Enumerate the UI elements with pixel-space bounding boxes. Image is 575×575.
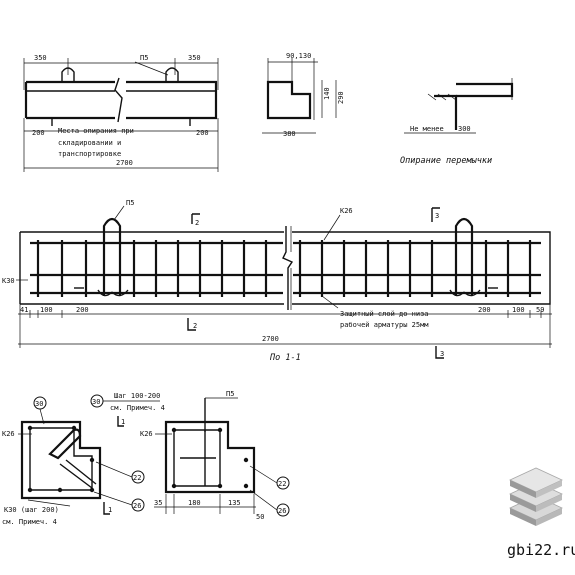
- top-loop-label: П5: [140, 54, 148, 62]
- sec-right-step-note2: см. Примеч. 4: [110, 404, 165, 412]
- sec-right-bar-26: 26: [278, 507, 286, 515]
- main-beam-outline: [20, 231, 551, 305]
- sec-right-dim-2: 180: [188, 499, 201, 507]
- sec-left-note-2: см. Примеч. 4: [2, 518, 57, 526]
- main-dim-left-2: 100: [40, 306, 53, 314]
- main-view: 2 3 П5 К26 К30: [2, 199, 552, 363]
- cover-note-1: Защитный слой до низа: [340, 310, 429, 318]
- loop-right: [165, 67, 179, 82]
- small-dim-top: 90,130: [286, 52, 311, 60]
- watermark: gbi22.ru: [507, 467, 575, 559]
- small-dim-h1: 140: [323, 87, 331, 100]
- lintel-end: [456, 82, 514, 98]
- top-note-line2: складировании и: [58, 139, 121, 147]
- main-dim-left-1: 41: [20, 306, 28, 314]
- stirrups-left: [36, 240, 268, 297]
- top-note-line3: транспортировке: [58, 150, 121, 158]
- sec-right-dim-4: 50: [256, 513, 264, 521]
- small-section: 90,130 140 290 380: [262, 52, 345, 138]
- watermark-text: gbi22.ru: [507, 541, 575, 559]
- sec-right-loop: П5: [226, 390, 234, 398]
- sec-right-bar-22: 22: [278, 480, 286, 488]
- top-dim-bottom-left: 200: [32, 129, 45, 137]
- top-dim-bottom-right: 200: [196, 129, 209, 137]
- section-left: 30 К26 22 26 1 К30 (шаг 200) см. Примеч.…: [2, 396, 145, 526]
- top-length: 2700: [116, 159, 133, 167]
- support-value: 300: [458, 125, 471, 133]
- small-dim-h2: 290: [337, 91, 345, 104]
- sec-right-bar: К26: [140, 430, 153, 438]
- cut-top-right: 3: [435, 212, 439, 220]
- support-label: Не менее: [410, 125, 444, 133]
- stirrups-right: [298, 240, 532, 297]
- beam-outline: [26, 80, 218, 120]
- sec-left-bar: К26: [2, 430, 15, 438]
- sec-right-step-note: Шаг 100-200: [114, 392, 160, 400]
- main-bar-top: К26: [340, 207, 353, 215]
- sec-right-dim-3: 135: [228, 499, 241, 507]
- cut-top-left: 2: [195, 219, 199, 227]
- sec-left-cut-mark: 1: [108, 506, 112, 514]
- top-dim-left: 350: [34, 54, 47, 62]
- small-width: 380: [283, 130, 296, 138]
- main-dim-left-3: 200: [76, 306, 89, 314]
- main-loop-left: [102, 217, 122, 296]
- main-caption: По 1-1: [269, 353, 301, 363]
- sec-right-label-30: 30: [92, 398, 100, 406]
- sec-right-profile: [164, 420, 256, 494]
- cut-bottom-right: 3: [440, 350, 444, 358]
- sec-right-cut-mark: 1: [121, 418, 125, 426]
- section-right: 30 Шаг 100-200 см. Примеч. 4 П5 1 К26 22…: [90, 390, 290, 521]
- main-loop-label: П5: [126, 199, 134, 207]
- sec-left-bar-26: 26: [133, 502, 141, 510]
- sec-right-dim-1: 35: [154, 499, 162, 507]
- main-loop-right: [454, 217, 474, 296]
- loop-left: [61, 67, 75, 82]
- sec-left-profile: [20, 420, 102, 500]
- main-dim-right-3: 59: [536, 306, 544, 314]
- top-note-line1: Места опирания при: [58, 127, 134, 135]
- main-bar-left: К30: [2, 277, 15, 285]
- support-caption: Опирание перемычки: [400, 156, 492, 166]
- cover-note-2: рабочей арматуры 25мм: [340, 321, 429, 329]
- small-section-profile: [266, 80, 312, 120]
- main-dim-right-2: 100: [512, 306, 525, 314]
- top-view: 350 350 П5 200 200 Места опирания при ск…: [23, 54, 219, 172]
- support-detail: Не менее 300 Опирание перемычки: [400, 78, 514, 166]
- top-dim-right: 350: [188, 54, 201, 62]
- logo-icon: [509, 467, 563, 526]
- cut-bottom-left: 2: [193, 322, 197, 330]
- main-total-length: 2700: [262, 335, 279, 343]
- main-dim-right-1: 200: [478, 306, 491, 314]
- sec-left-label-top: 30: [35, 400, 43, 408]
- sec-left-bar-22: 22: [133, 474, 141, 482]
- sec-left-note-1: К30 (шаг 200): [4, 506, 59, 514]
